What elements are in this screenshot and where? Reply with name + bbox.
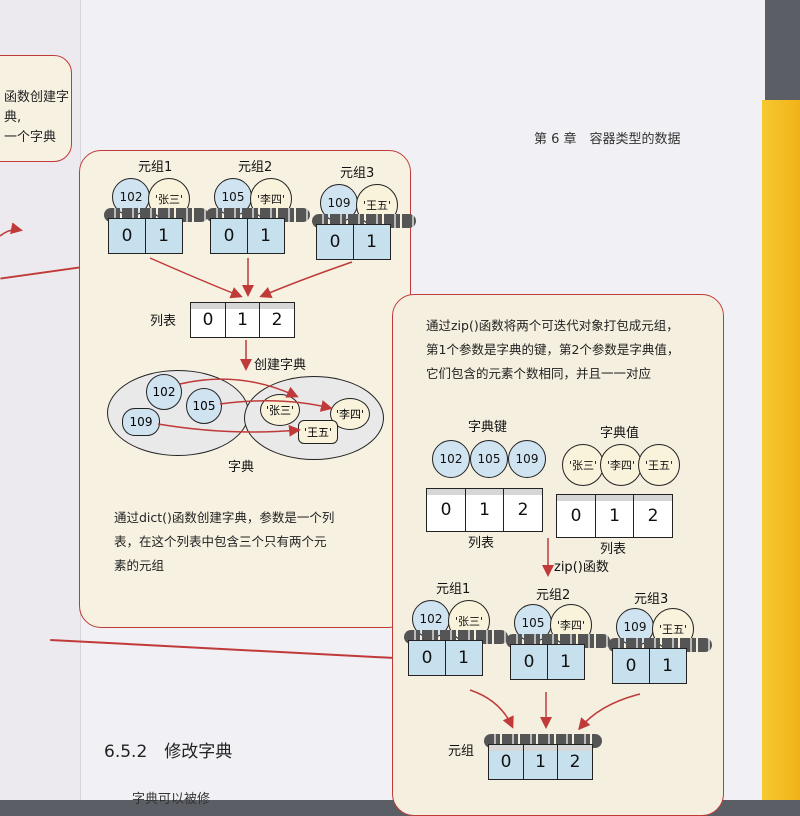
arrow — [469, 689, 514, 729]
prev-line-2: 一个字典 — [4, 130, 57, 145]
list-label-left: 列表 — [468, 536, 495, 551]
list-label: 列表 — [150, 314, 177, 329]
index-cell: 0 — [510, 644, 548, 680]
caption-line: 素的元组 — [114, 558, 165, 573]
tuple-cell: 2 — [557, 744, 593, 780]
tuple-cells: 0 1 — [408, 640, 483, 676]
create-dict-label: 创建字典 — [254, 358, 307, 373]
index-cell: 1 — [546, 644, 585, 680]
value-ball: '王五' — [638, 444, 680, 486]
key-ball: 109 — [508, 440, 546, 478]
index-cell: 0 — [316, 224, 354, 260]
value-ball: '张三' — [562, 444, 604, 486]
list-cell: 2 — [503, 488, 543, 532]
arrow — [149, 257, 243, 299]
keys-list-box: 0 1 2 — [426, 488, 543, 532]
tuple-cells: 0 1 — [510, 644, 585, 680]
index-cell: 1 — [444, 640, 483, 676]
list-cell: 1 — [594, 494, 635, 538]
tuple1-label: 元组1 — [138, 160, 173, 175]
arrow — [578, 693, 641, 731]
tuple2-label: 元组2 — [536, 588, 571, 603]
zip-function-panel — [392, 294, 724, 816]
dict-label: 字典 — [228, 460, 255, 475]
index-cell: 1 — [246, 218, 285, 254]
tuple-cell: 0 — [488, 744, 524, 780]
panel1-caption: 通过dict()函数创建字典，参数是一个列 表，在这个列表中包含三个只有两个元 … — [114, 506, 334, 578]
chapter-header: 第 6 章 容器类型的数据 — [534, 132, 681, 147]
dict-values-label: 字典值 — [600, 426, 640, 441]
arrow — [0, 222, 23, 237]
index-cell: 1 — [648, 648, 687, 684]
caption-line: 第1个参数是字典的键，第2个参数是字典值， — [426, 342, 680, 357]
tuple1: 102 '张三' 0 1 — [104, 178, 208, 268]
values-list-box: 0 1 2 — [556, 494, 673, 538]
prev-line-1: 函数创建字典, — [4, 90, 70, 125]
list-cell: 2 — [633, 494, 673, 538]
index-cell: 1 — [352, 224, 391, 260]
index-cell: 1 — [144, 218, 183, 254]
index-cell: 0 — [408, 640, 446, 676]
tuple1-label: 元组1 — [436, 582, 471, 597]
caption-line: 通过dict()函数创建字典，参数是一个列 — [114, 510, 335, 525]
index-cell: 0 — [108, 218, 146, 254]
tuple2: 105 '李四' 0 1 — [206, 178, 310, 268]
list-box: 0 1 2 — [190, 302, 295, 338]
index-cell: 0 — [210, 218, 248, 254]
tuple-cells: 0 1 — [210, 218, 285, 254]
dict-key-ball: 109 — [122, 408, 160, 436]
arrow — [219, 400, 333, 412]
arrow — [157, 423, 301, 437]
tuple-cells: 0 1 — [316, 224, 391, 260]
tuple-cells: 0 1 — [612, 648, 687, 684]
list-cell: 0 — [190, 302, 226, 338]
index-cell: 0 — [612, 648, 650, 684]
caption-line: 它们包含的元素个数相同，并且一一对应 — [426, 366, 652, 381]
tuple3: 109 '王五' 0 1 — [312, 184, 416, 274]
arrow — [259, 261, 353, 299]
tuple-cell: 1 — [522, 744, 559, 780]
arrow — [179, 378, 299, 398]
dict-key-ball: 105 — [186, 388, 222, 424]
tuple2: 105 '李四' 0 1 — [506, 604, 610, 694]
list-label-right: 列表 — [600, 542, 627, 557]
list-cell: 1 — [464, 488, 505, 532]
previous-page: 函数创建字典, 一个字典 — [0, 0, 81, 800]
key-ball: 102 — [432, 440, 470, 478]
zip-function-label: zip()函数 — [554, 560, 609, 575]
tuple3-label: 元组3 — [340, 166, 375, 181]
dict-keys-label: 字典键 — [468, 420, 508, 435]
list-cell: 0 — [426, 488, 466, 532]
caption-line: 表，在这个列表中包含三个只有两个元 — [114, 534, 327, 549]
panel2-caption: 通过zip()函数将两个可迭代对象打包成元组， 第1个参数是字典的键，第2个参数… — [426, 314, 679, 386]
tuple3-label: 元组3 — [634, 592, 669, 607]
tuple3: 109 '王五' 0 1 — [608, 608, 712, 698]
section-heading: 6.5.2 修改字典 — [104, 742, 233, 762]
dict-value-ball: '李四' — [330, 398, 370, 430]
list-cell: 2 — [259, 302, 295, 338]
previous-page-box — [0, 55, 72, 162]
caption-line: 通过zip()函数将两个可迭代对象打包成元组， — [426, 318, 679, 333]
tuple1: 102 '张三' 0 1 — [404, 600, 508, 690]
tuple-box: 0 1 2 — [488, 744, 593, 780]
key-ball: 105 — [470, 440, 508, 478]
dict-key-ball: 102 — [146, 374, 182, 410]
book-edge — [762, 100, 800, 800]
previous-page-text: 函数创建字典, 一个字典 — [4, 88, 80, 148]
value-ball: '李四' — [600, 444, 642, 486]
tuple-cells: 0 1 — [108, 218, 183, 254]
list-cell: 0 — [556, 494, 596, 538]
dict-value-ball: '张三' — [260, 394, 300, 426]
tuple-label: 元组 — [448, 744, 475, 759]
tuple2-label: 元组2 — [238, 160, 273, 175]
